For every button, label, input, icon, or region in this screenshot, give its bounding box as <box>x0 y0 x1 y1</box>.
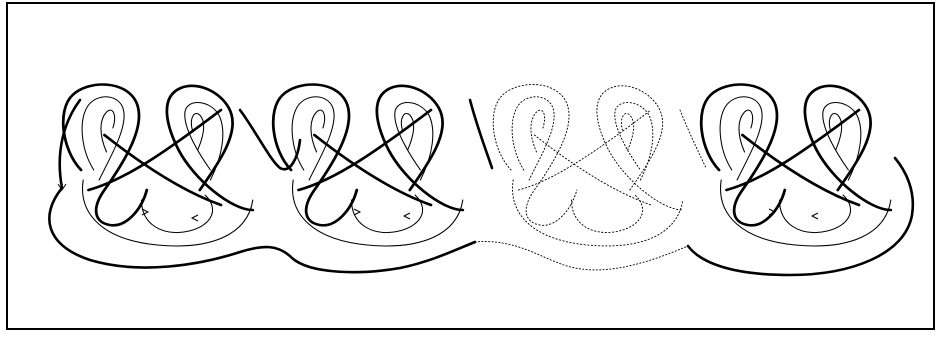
tile-3-strand-8 <box>621 113 633 150</box>
knot-tile-2 <box>273 85 463 246</box>
arrow-icon-3 <box>192 215 198 221</box>
valley-1 <box>240 110 300 169</box>
tile-3-strand-4 <box>519 110 652 190</box>
tile-4-strand-3 <box>742 135 859 205</box>
tile-3-strand-10 <box>572 195 643 233</box>
knot-tile-4 <box>701 85 891 246</box>
band-left <box>49 188 475 272</box>
arrow-icon-5 <box>404 213 410 219</box>
knot-tile-3 <box>493 85 683 246</box>
tile-1-strand-6 <box>101 110 115 152</box>
tile-3-strand-1 <box>493 85 577 226</box>
tile-4-strand-4 <box>727 110 860 190</box>
tile-3-strand-3 <box>534 135 651 205</box>
tile-1-strand-4 <box>89 110 221 190</box>
tile-4-strand-6 <box>739 110 753 152</box>
tile-3-strand-5 <box>512 97 554 180</box>
tile-4-strand-10 <box>780 195 851 233</box>
tiles-layer <box>63 85 891 246</box>
band-dotted <box>475 242 688 270</box>
arrow-icon-7 <box>812 213 818 219</box>
tile-2-strand-2 <box>377 86 463 210</box>
tile-2-strand-9 <box>293 180 463 246</box>
tile-2-strand-1 <box>273 85 357 226</box>
tile-3-strand-9 <box>513 180 683 246</box>
tile-4-strand-2 <box>805 86 891 210</box>
tile-3-strand-2 <box>597 86 683 210</box>
tile-2-strand-4 <box>299 110 432 190</box>
knot-tile-1 <box>63 85 253 246</box>
tile-3-strand-6 <box>531 110 545 152</box>
tile-2-strand-6 <box>311 110 325 152</box>
valley-2 <box>470 100 492 168</box>
tile-1-strand-3 <box>104 135 221 205</box>
tile-1-strand-10 <box>142 195 213 233</box>
tile-4-strand-1 <box>701 85 785 226</box>
tile-2-strand-3 <box>314 135 431 205</box>
tile-2-strand-10 <box>352 195 423 233</box>
tile-1-strand-9 <box>83 180 253 246</box>
arrow-icon-4 <box>354 209 360 215</box>
tile-1-strand-2 <box>167 86 253 210</box>
outer-band <box>49 100 913 275</box>
tile-4-strand-9 <box>721 180 891 246</box>
